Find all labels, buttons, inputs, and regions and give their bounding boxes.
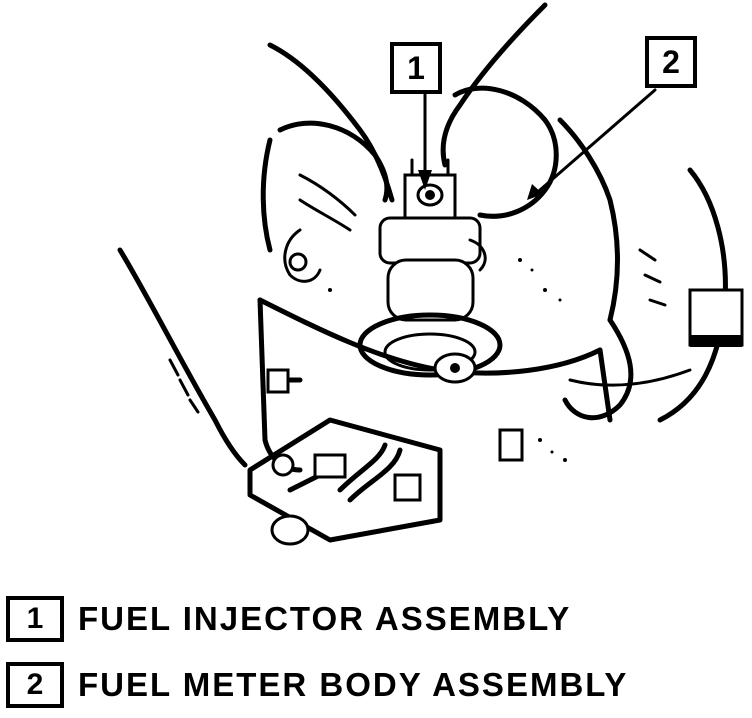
legend-number: 2: [6, 662, 64, 708]
texture-dots: [328, 258, 567, 462]
fuel-fittings: [247, 368, 524, 546]
fuel-injector-removal-illustration: [117, 2, 744, 546]
legend-number: 1: [6, 596, 64, 642]
left-hand: [117, 42, 395, 468]
callout-1: 1: [390, 42, 442, 94]
legend-label: FUEL METER BODY ASSEMBLY: [78, 666, 629, 703]
legend-row: 2 FUEL METER BODY ASSEMBLY: [6, 662, 628, 708]
right-hand: [440, 2, 728, 423]
legend-row: 1 FUEL INJECTOR ASSEMBLY: [6, 596, 571, 642]
fuel-meter-body: [257, 228, 744, 473]
leader-arrows: [418, 88, 657, 200]
legend-label: FUEL INJECTOR ASSEMBLY: [78, 600, 572, 637]
fuel-injector: [378, 158, 487, 322]
callout-2: 2: [645, 36, 697, 88]
